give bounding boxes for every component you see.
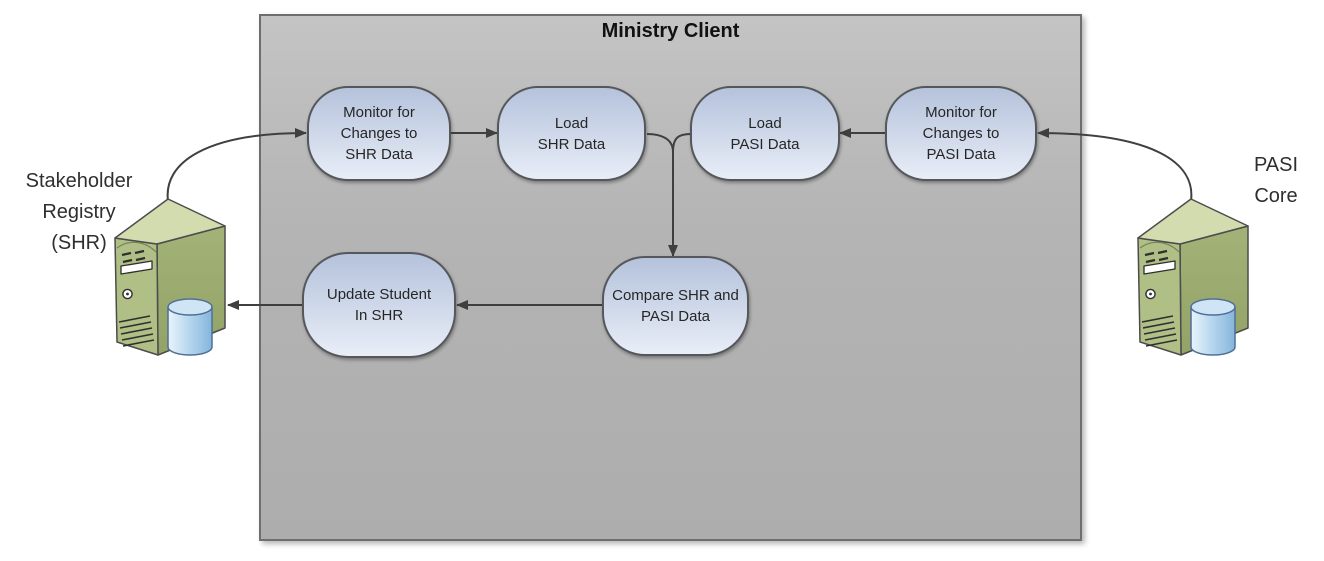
label-pasi-core: PASI Core [1253,154,1299,207]
container-title: Ministry Client [601,20,740,42]
pasi-core-server-icon [1136,197,1250,357]
label-monitor-shr-changes: Monitor for Changes to SHR Data [340,104,418,163]
node-update-student-in-shr [302,252,456,358]
label-compare-shr-pasi: Compare SHR and PASI Data [612,287,739,325]
label-update-student-in-shr: Update Student In SHR [326,286,432,324]
node-monitor-pasi-changes [885,86,1037,181]
node-load-shr-data [497,86,646,181]
connector-load-pasi-to-merge [672,133,692,153]
node-load-pasi-data [690,86,840,181]
label-load-pasi-data: Load PASI Data [730,114,800,153]
flow-arrows [166,128,1193,310]
arrow-shr-to-monitor-shr [166,128,307,202]
label-monitor-pasi-changes: Monitor for Changes to PASI Data [922,104,1000,163]
label-stakeholder-registry: Stakeholder Registry (SHR) [25,169,133,254]
node-monitor-shr-changes [307,86,451,181]
arrow-pasi-core-to-monitor-pasi [1037,128,1193,202]
label-load-shr-data: Load SHR Data [537,114,606,153]
node-compare-shr-pasi [602,256,749,356]
connector-load-shr-to-merge [646,133,674,153]
